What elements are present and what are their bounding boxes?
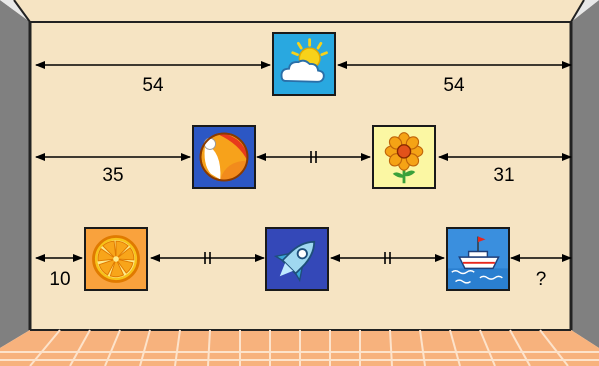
flower-card xyxy=(372,125,436,189)
equal-mark xyxy=(204,252,211,264)
row2-left-label: 35 xyxy=(102,165,124,186)
row2-right-label: 31 xyxy=(493,165,515,186)
orange-slice-icon xyxy=(92,235,140,283)
equal-marks xyxy=(204,151,391,264)
rocket-card xyxy=(265,227,329,291)
right-wall xyxy=(571,0,599,348)
left-wall xyxy=(0,0,30,348)
flower-icon xyxy=(384,132,424,184)
rocket-icon xyxy=(273,240,316,283)
beach-ball-icon xyxy=(199,132,249,182)
equal-mark xyxy=(384,252,391,264)
boat-icon xyxy=(448,236,508,289)
row3-right-label: ? xyxy=(535,269,547,290)
row1-left-label: 54 xyxy=(142,75,164,96)
equal-mark xyxy=(310,151,317,163)
row3-left-label: 10 xyxy=(49,269,71,290)
beach-ball-card xyxy=(192,125,256,189)
boat-card xyxy=(446,227,510,291)
sun-cloud-card xyxy=(272,32,336,96)
floor-tiles xyxy=(0,329,599,366)
sun-cloud-icon xyxy=(280,38,328,83)
back-wall xyxy=(14,0,584,333)
orange-slice-card xyxy=(84,227,148,291)
row1-right-label: 54 xyxy=(443,75,465,96)
